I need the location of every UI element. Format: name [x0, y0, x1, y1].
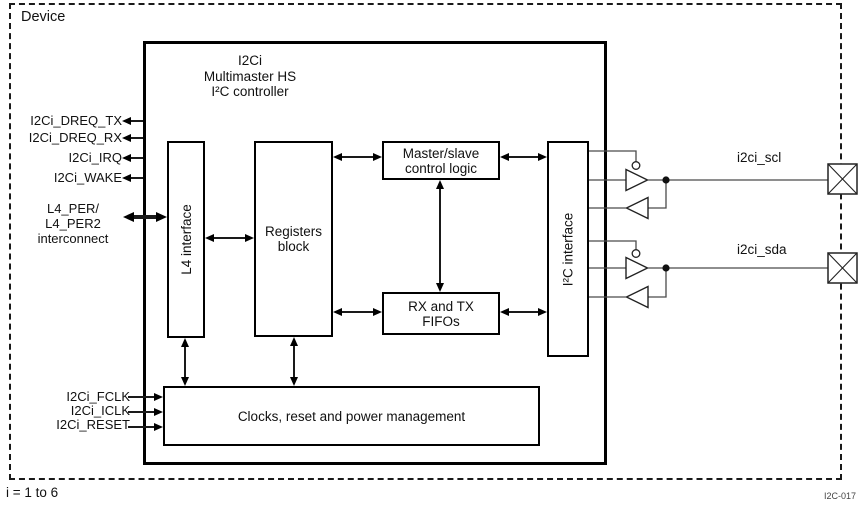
signal-label-dreq-tx: I2Ci_DREQ_TX — [30, 113, 122, 128]
arrowhead-icon — [180, 377, 189, 386]
l4-interface-label: L4 interface — [178, 204, 194, 275]
arrow-masterslave-i2cinterface — [504, 156, 543, 158]
controller-title-line2: Multimaster HS — [203, 68, 297, 84]
device-label: Device — [21, 9, 66, 25]
signal-line-fclk — [128, 396, 156, 398]
controller-title: I2Ci Multimaster HS I²C controller — [166, 53, 334, 100]
l4-interface-block: L4 interface — [167, 141, 205, 338]
signal-label-reset: I2Ci_RESET — [56, 417, 130, 432]
sda-feedback-line — [648, 268, 667, 298]
sda-enable-line — [589, 240, 637, 250]
signal-label-iclk: I2Ci_ICLK — [70, 403, 130, 418]
signal-line-reset — [128, 426, 156, 428]
arrowhead-icon — [538, 307, 547, 316]
scl-enable-line — [589, 150, 637, 162]
footer-note: i = 1 to 6 — [6, 485, 59, 500]
sda-pad-icon — [827, 252, 858, 284]
master-slave-label-line1: Master/slave — [402, 145, 480, 161]
arrowhead-icon — [538, 152, 547, 161]
sda-inverter-bubble-icon — [631, 249, 641, 258]
arrowhead-icon — [245, 233, 254, 242]
arrowhead-icon — [122, 116, 131, 125]
fifos-label-line1: RX and TX — [408, 298, 474, 314]
clocks-label: Clocks, reset and power management — [237, 408, 466, 424]
l4-bus-arrow — [132, 215, 158, 219]
i2c-interface-label: I²C interface — [560, 212, 576, 286]
clocks-block: Clocks, reset and power management — [163, 386, 540, 446]
signal-line-iclk — [128, 411, 156, 413]
i2c-interface-block: I²C interface — [547, 141, 589, 357]
arrowhead-icon — [154, 407, 163, 416]
arrow-registers-masterslave — [337, 156, 378, 158]
signal-label-wake: I2Ci_WAKE — [53, 170, 122, 185]
fifos-block: RX and TX FIFOs — [382, 292, 500, 335]
l4-bus-label-line3: interconnect — [37, 231, 109, 246]
arrowhead-icon — [500, 152, 509, 161]
arrowhead-icon — [289, 337, 298, 346]
registers-label-line2: block — [277, 239, 310, 254]
signal-label-dreq-rx: I2Ci_DREQ_RX — [28, 130, 122, 145]
signal-line-dreq-rx — [129, 137, 143, 139]
arrowhead-icon — [435, 283, 444, 292]
l4-bus-label-line1: L4_PER/ — [46, 201, 100, 216]
arrow-l4-registers — [209, 237, 250, 239]
scl-junction-dot — [662, 176, 670, 184]
arrowhead-icon — [122, 133, 131, 142]
arrow-masterslave-fifos — [439, 184, 441, 288]
arrowhead-icon — [289, 377, 298, 386]
arrowhead-icon — [333, 152, 342, 161]
arrow-registers-clocks — [293, 341, 295, 382]
sda-input-buffer-icon — [624, 285, 649, 309]
arrow-l4-clocks — [184, 342, 186, 382]
sda-output-buffer-icon — [625, 256, 650, 280]
scl-output-buffer-icon — [625, 168, 650, 192]
master-slave-block: Master/slave control logic — [382, 141, 500, 180]
arrowhead-icon — [435, 180, 444, 189]
arrowhead-icon — [333, 307, 342, 316]
arrowhead-icon — [500, 307, 509, 316]
arrow-fifos-i2cinterface — [504, 311, 543, 313]
signal-label-fclk: I2Ci_FCLK — [66, 389, 130, 404]
scl-inverter-bubble-icon — [631, 161, 641, 170]
registers-block: Registers block — [254, 141, 333, 337]
controller-title-line1: I2Ci — [237, 53, 262, 68]
arrow-registers-fifos — [337, 311, 378, 313]
device-boundary — [9, 3, 842, 480]
arrowhead-icon — [205, 233, 214, 242]
arrowhead-icon — [154, 422, 163, 431]
arrowhead-icon — [373, 307, 382, 316]
signal-line-dreq-tx — [129, 120, 143, 122]
scl-feedback-line — [648, 180, 667, 209]
pad-label-scl: i2ci_scl — [737, 150, 782, 165]
scl-input-buffer-icon — [624, 196, 649, 220]
l4-bus-label-line2: L4_PER2 — [45, 216, 101, 231]
io-routing — [589, 150, 858, 309]
controller-title-line3: I²C controller — [211, 84, 289, 99]
registers-label-line1: Registers — [264, 224, 323, 239]
arrowhead-icon — [373, 152, 382, 161]
arrowhead-icon — [122, 173, 131, 182]
arrowhead-icon — [123, 211, 134, 222]
scl-pad-icon — [827, 163, 858, 195]
l4-bus-label: L4_PER/ L4_PER2 interconnect — [18, 201, 128, 246]
arrowhead-icon — [122, 153, 131, 162]
signal-line-irq — [129, 157, 143, 159]
figure-id: I2C-017 — [823, 491, 856, 501]
pad-label-sda: i2ci_sda — [737, 242, 787, 257]
arrowhead-icon — [154, 392, 163, 401]
arrowhead-icon — [180, 338, 189, 347]
signal-label-irq: I2Ci_IRQ — [68, 150, 122, 165]
master-slave-label-line2: control logic — [404, 160, 478, 176]
signal-line-wake — [129, 177, 143, 179]
sda-junction-dot — [662, 264, 670, 272]
fifos-label-line2: FIFOs — [422, 313, 460, 329]
arrowhead-icon — [156, 211, 167, 222]
